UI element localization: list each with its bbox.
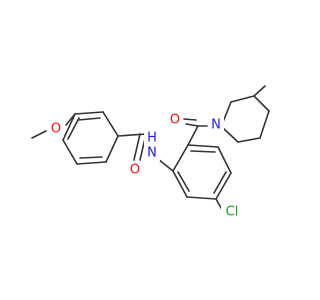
bonds xyxy=(31,85,270,216)
bond xyxy=(74,111,104,115)
bond xyxy=(157,158,174,172)
bond xyxy=(183,118,197,121)
bond xyxy=(253,85,266,97)
bond xyxy=(67,117,80,140)
hydrogen-amide-label: H xyxy=(147,131,157,146)
bond xyxy=(77,117,101,121)
bond xyxy=(76,161,107,165)
bond xyxy=(102,111,119,137)
bond xyxy=(230,95,255,103)
bond xyxy=(237,137,261,143)
bond xyxy=(259,110,270,139)
bond xyxy=(79,156,103,159)
bond xyxy=(185,123,199,127)
bond xyxy=(105,135,119,163)
molecule-structure-diagram: O O N H O N Cl xyxy=(31,85,270,221)
bond xyxy=(177,171,190,192)
atom-labels: O O N H O N Cl xyxy=(48,112,243,221)
nitrogen-amide-label: N xyxy=(147,146,157,161)
oxygen-amide-carbonyl-label: O xyxy=(130,163,140,178)
oxygen-piperidine-carbonyl-label: O xyxy=(170,113,180,128)
bond xyxy=(213,171,227,194)
bond xyxy=(222,101,232,123)
oxygen-methoxy-label: O xyxy=(51,122,61,137)
bond xyxy=(117,133,147,137)
chlorine-label: Cl xyxy=(226,205,239,220)
bond xyxy=(172,170,188,198)
bond xyxy=(253,95,270,112)
bond xyxy=(172,144,189,172)
bond xyxy=(186,196,217,200)
bond xyxy=(187,144,219,148)
nitrogen-piperidine-label: N xyxy=(211,118,221,133)
bond xyxy=(190,150,216,153)
bond xyxy=(187,125,199,146)
bond xyxy=(215,172,232,200)
bond xyxy=(31,130,47,139)
bond xyxy=(222,127,239,143)
bond xyxy=(62,113,76,141)
bond xyxy=(217,146,232,174)
bond xyxy=(62,139,78,165)
bond xyxy=(133,133,141,161)
